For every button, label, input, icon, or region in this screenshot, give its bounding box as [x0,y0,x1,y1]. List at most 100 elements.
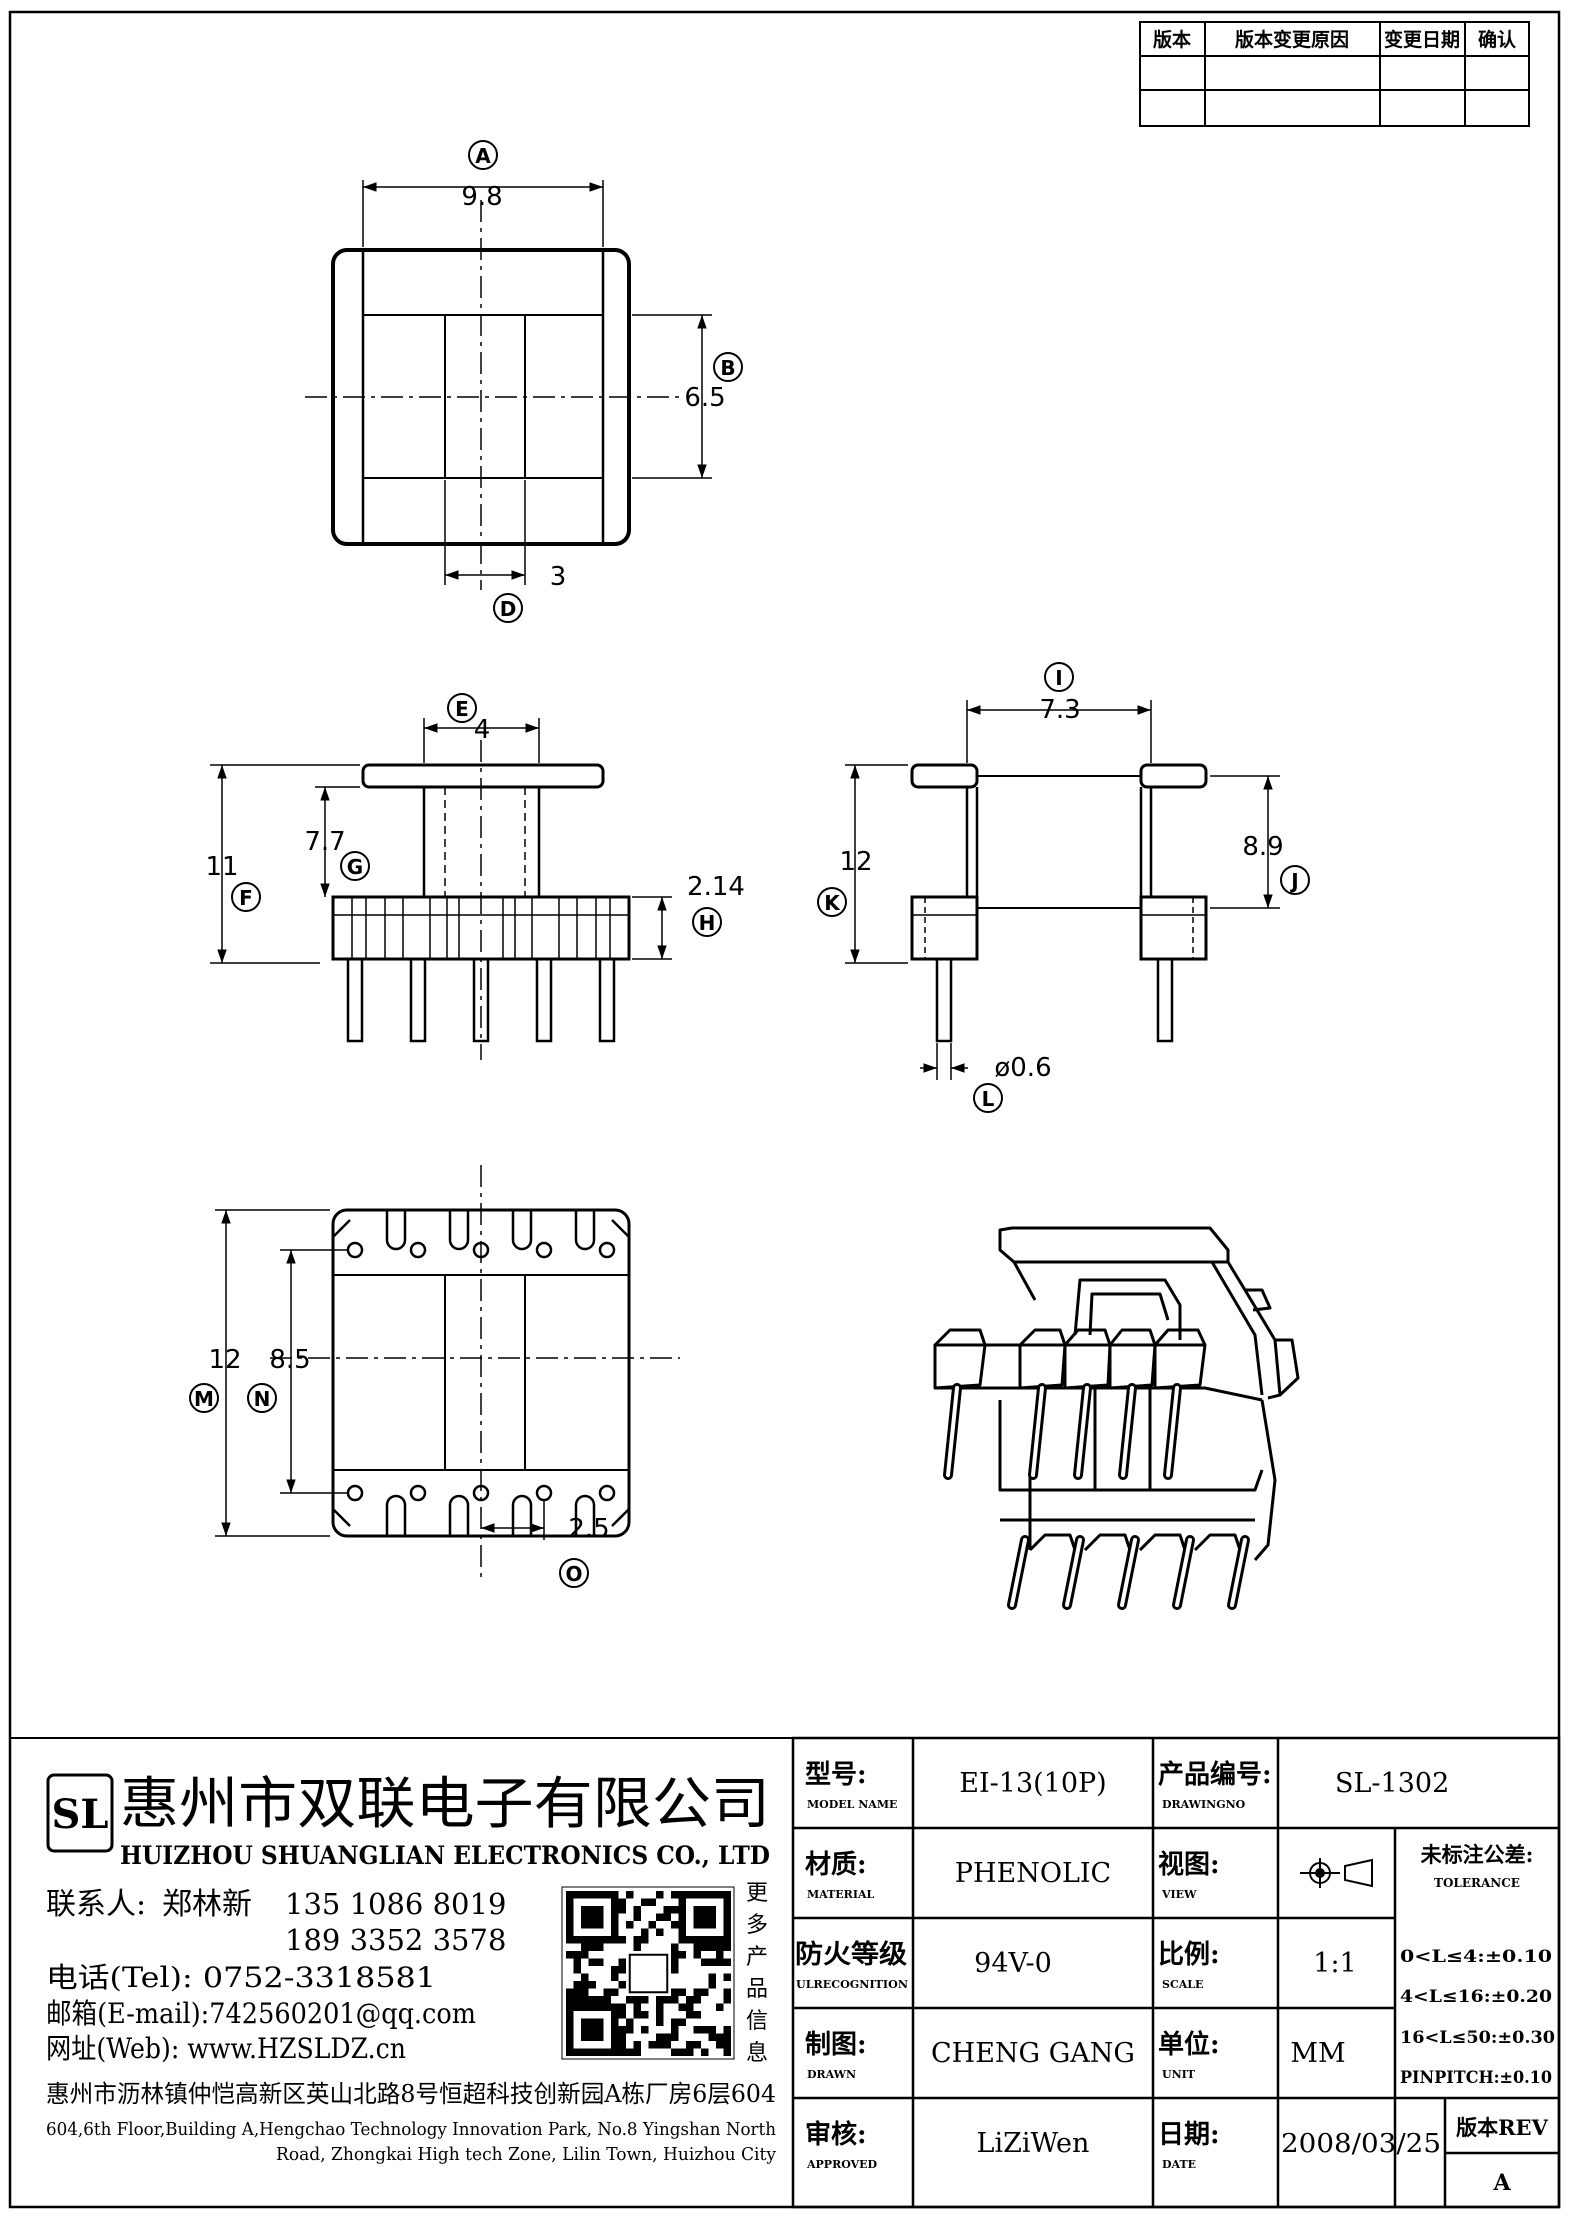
dim-a-letter: A [475,144,491,168]
address-cn: 惠州市沥林镇仲恺高新区英山北路8号恒超科技创新园A栋厂房6层604 [46,2080,776,2108]
front-view [210,718,672,1060]
revision-value: A [1492,2170,1511,2196]
more-products-char-4: 品 [746,1977,768,2002]
drawn-value: CHENG GANG [931,2038,1135,2069]
more-products-char-6: 息 [746,2041,768,2066]
company-name-cn: 惠州市双联电子有限公司 [120,1772,770,1837]
material-label: 材质: [805,1850,867,1880]
rev-header-reason: 版本变更原因 [1235,28,1349,51]
dim-a-circle [468,140,498,170]
dim-j-letter: J [1289,869,1298,893]
material-label-en: MATERIAL [807,1888,875,1901]
dim-h-circle [692,907,722,937]
contact-email: 邮箱(E-mail):742560201@qq.com [46,1997,476,2030]
contact-label: 联系人: [46,1887,146,1922]
dim-i-value: 7.3 [1039,695,1080,725]
contact-tel: 电话(Tel): 0752-3318581 [46,1961,436,1994]
dim-m-circle [189,1383,219,1413]
view-label-en: VIEW [1161,1888,1197,1901]
top-view [305,180,712,590]
tolerance-line-2: 4<L≤16:±0.20 [1400,1987,1552,2007]
fire-rating-value: 94V-0 [974,1948,1052,1979]
dim-d-circle [493,593,523,623]
date-label: 日期: [1158,2120,1220,2150]
drawing-number-label-en: DRAWINGNO [1162,1798,1246,1811]
drawing-number-value: SL-1302 [1335,1768,1449,1799]
scale-label: 比例: [1158,1940,1220,1970]
dim-g-letter: G [347,855,363,879]
title-block-grid [791,1736,1561,2209]
dim-l-value: ø0.6 [994,1053,1051,1083]
dim-n-value: 8.5 [269,1345,310,1375]
unit-value: MM [1290,2038,1345,2069]
address-en-line-2: Road, Zhongkai High tech Zone, Lilin Tow… [276,2144,777,2165]
dim-b-value: 6.5 [684,383,725,413]
more-products-char-3: 产 [746,1945,768,1970]
contact-name: 郑林新 [162,1887,252,1922]
dim-o-value: 2.5 [568,1514,609,1544]
model-label: 型号: [805,1760,867,1790]
rev-header-version: 版本 [1153,28,1191,51]
dim-h-letter: H [699,911,716,935]
date-value: 2008/03/25 [1281,2129,1441,2159]
dim-e-value: 4 [474,715,491,745]
qr-code-icon [561,1886,735,2060]
fire-rating-label: 防火等级 [795,1939,907,1970]
fire-rating-label-en: ULRECOGNITION [796,1978,908,1991]
dim-j-value: 8.9 [1242,832,1283,862]
revision-table [1139,21,1530,127]
more-products-char-5: 信 [746,2009,768,2034]
drawing-number-label: 产品编号: [1158,1759,1272,1790]
dim-k-value: 12 [839,847,872,877]
projection-symbol-icon [1300,1858,1373,1888]
dim-k-circle [817,887,847,917]
approved-label: 审核: [805,2119,867,2150]
more-products-char-1: 更 [746,1881,768,1906]
more-products-char-2: 多 [746,1913,768,1938]
contact-phone-2: 189 3352 3578 [285,1923,506,1957]
bottom-view [215,1165,680,1580]
dim-m-value: 12 [208,1345,241,1375]
rev-header-date: 变更日期 [1384,28,1460,51]
dim-d-letter: D [500,597,517,621]
scale-value: 1:1 [1313,1948,1356,1979]
company-name-en: HUIZHOU SHUANGLIAN ELECTRONICS CO., LTD [120,1841,770,1870]
model-value: EI-13(10P) [959,1768,1106,1799]
dim-n-circle [247,1383,277,1413]
side-view [845,700,1280,1080]
address-en-line-1: 604,6th Floor,Building A,Hengchao Techno… [46,2119,776,2140]
approved-label-en: APPROVED [806,2158,878,2171]
tolerance-title: 未标注公差: [1421,1842,1534,1867]
dim-j-circle [1280,865,1310,895]
drawn-label-en: DRAWN [807,2068,856,2081]
view-label: 视图: [1158,1850,1220,1880]
title-block: 型号: MODEL NAME EI-13(10P) 产品编号: DRAWINGN… [795,1759,1555,2196]
dim-h-value: 2.14 [687,872,745,902]
dim-i-circle [1044,662,1074,692]
company-block: SL 惠州市双联电子有限公司 HUIZHOU SHUANGLIAN ELECTR… [46,1772,777,2165]
dim-b-circle [713,352,743,382]
dim-k-letter: K [824,891,841,915]
dim-f-circle [231,882,261,912]
dim-g-value: 7.7 [304,827,345,857]
rev-header-confirm: 确认 [1478,28,1516,51]
model-label-en: MODEL NAME [807,1798,897,1811]
contact-phone-1: 135 1086 8019 [285,1887,506,1921]
tolerance-line-3: 16<L≤50:±0.30 [1400,2028,1555,2048]
tolerance-line-4: PINPITCH:±0.10 [1400,2068,1552,2088]
dim-i-letter: I [1055,666,1062,690]
tolerance-line-1: 0<L≤4:±0.10 [1400,1947,1552,1967]
dim-f-value: 11 [205,852,238,882]
dim-m-letter: M [194,1387,214,1411]
dim-b-letter: B [720,356,735,380]
tolerance-title-en: TOLERANCE [1434,1876,1520,1890]
contact-web: 网址(Web): www.HZSLDZ.cn [46,2032,406,2065]
dim-e-letter: E [455,697,469,721]
dim-l-letter: L [982,1087,995,1111]
dim-n-letter: N [254,1387,271,1411]
dim-e-circle [447,693,477,723]
unit-label-en: UNIT [1162,2068,1196,2081]
dim-a-value: 9.8 [461,182,502,212]
approved-value: LiZiWen [977,2128,1090,2159]
dim-f-letter: F [239,886,253,910]
